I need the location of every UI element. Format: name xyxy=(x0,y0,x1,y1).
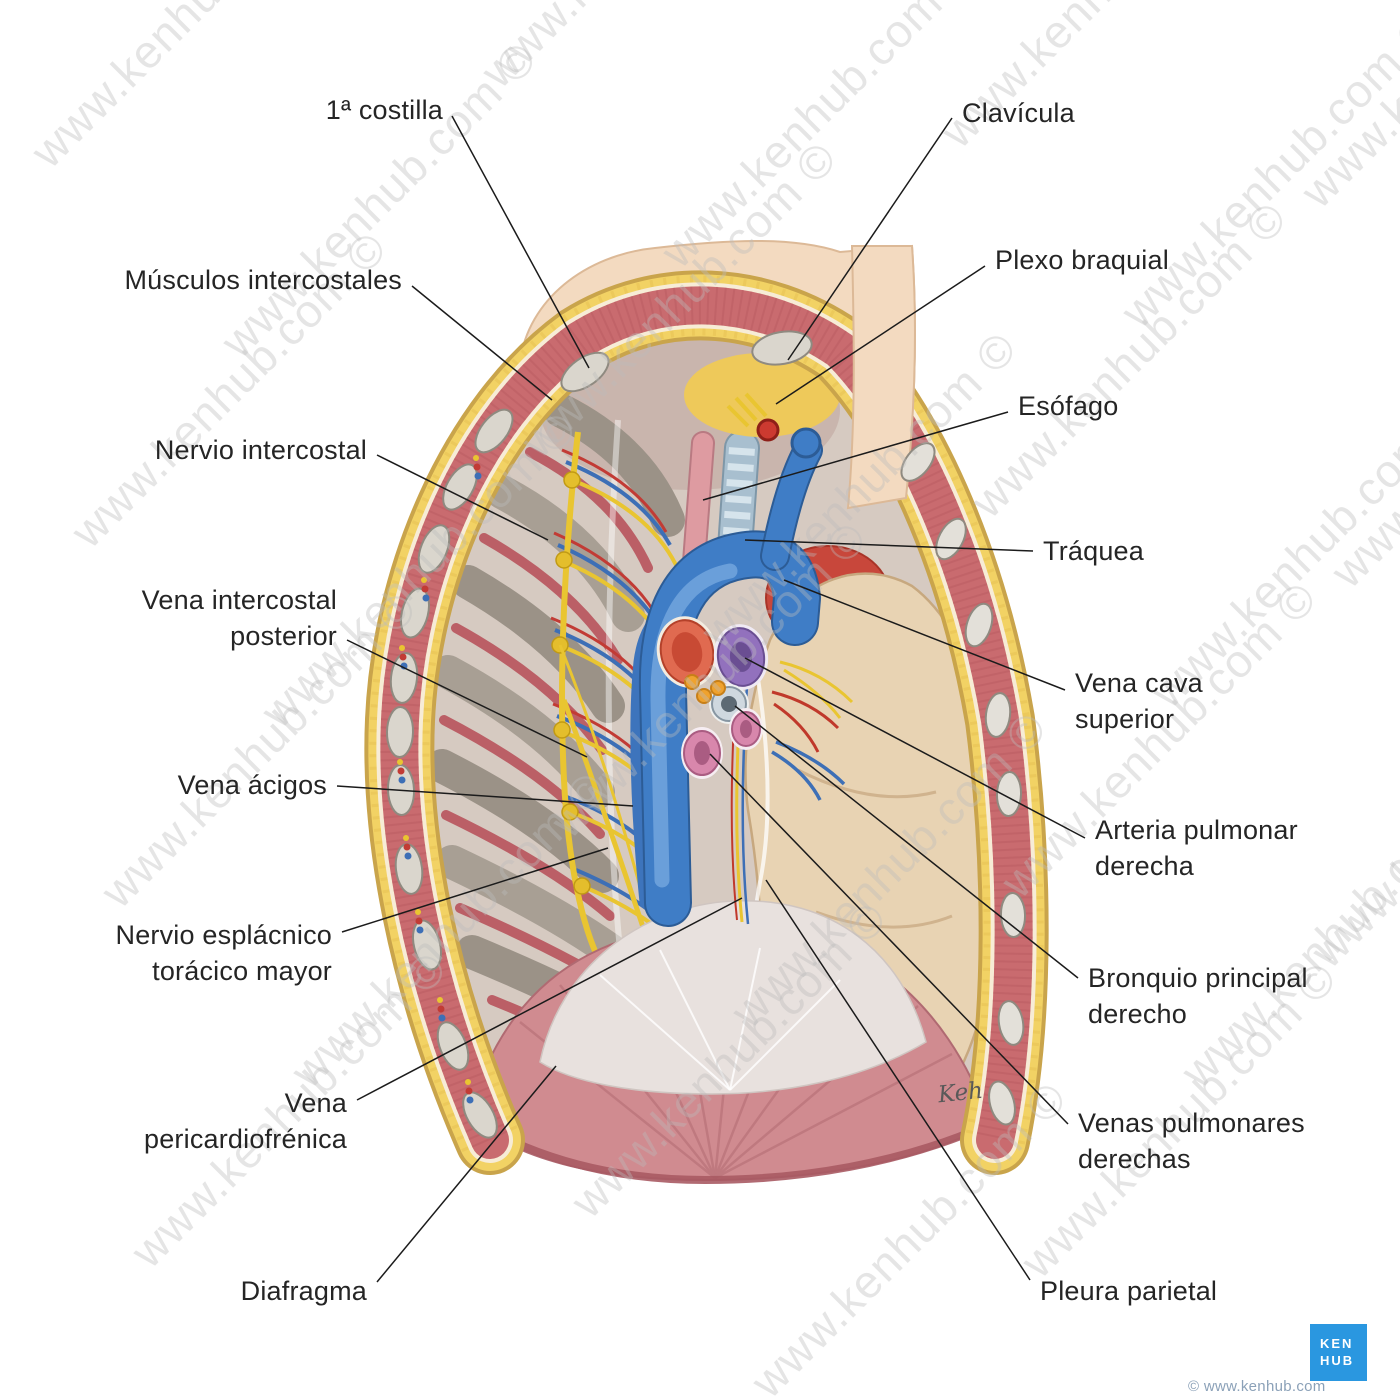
label-diafragma: Diafragma xyxy=(240,1276,367,1306)
label-plexo-braquial: Plexo braquial xyxy=(995,245,1169,275)
label-esofago: Esófago xyxy=(1018,391,1119,421)
label-vena-acigos: Vena ácigos xyxy=(177,770,327,800)
label-1a-costilla: 1ª costilla xyxy=(325,95,443,125)
label-vena-intercostal-posterior: Vena intercostal posterior xyxy=(141,585,337,652)
label-musculos-intercostales: Músculos intercostales xyxy=(124,265,402,295)
label-nervio-esplacnico: Nervio esplácnico torácico mayor xyxy=(115,920,332,987)
kenhub-logo-line1: KEN xyxy=(1320,1336,1354,1352)
esophagus xyxy=(682,431,715,574)
copyright-text: © www.kenhub.com xyxy=(1188,1378,1326,1395)
label-arteria-pulmonar-derecha: Arteria pulmonar derecha xyxy=(1095,815,1298,882)
kenhub-logo: KEN HUB xyxy=(1310,1324,1367,1381)
label-pleura-parietal: Pleura parietal xyxy=(1040,1276,1218,1306)
label-nervio-intercostal: Nervio intercostal xyxy=(154,435,367,465)
label-venas-pulmonares-derechas: Venas pulmonares derechas xyxy=(1078,1108,1305,1175)
label-vena-cava-superior: Vena cava superior xyxy=(1075,668,1203,735)
label-clavicula: Clavícula xyxy=(962,98,1075,128)
label-bronquio-principal-derecho: Bronquio principal derecho xyxy=(1088,963,1308,1030)
subclavian-vein-stump xyxy=(790,427,822,459)
artist-signature: Keh xyxy=(936,1077,985,1109)
kenhub-logo-line2: HUB xyxy=(1320,1352,1355,1368)
subclavian-artery-stump xyxy=(756,418,780,442)
lymph-nodes xyxy=(684,674,726,704)
label-traquea: Tráquea xyxy=(1043,536,1144,566)
label-vena-pericardiofrenica: Vena pericardiofrénica xyxy=(144,1088,347,1155)
